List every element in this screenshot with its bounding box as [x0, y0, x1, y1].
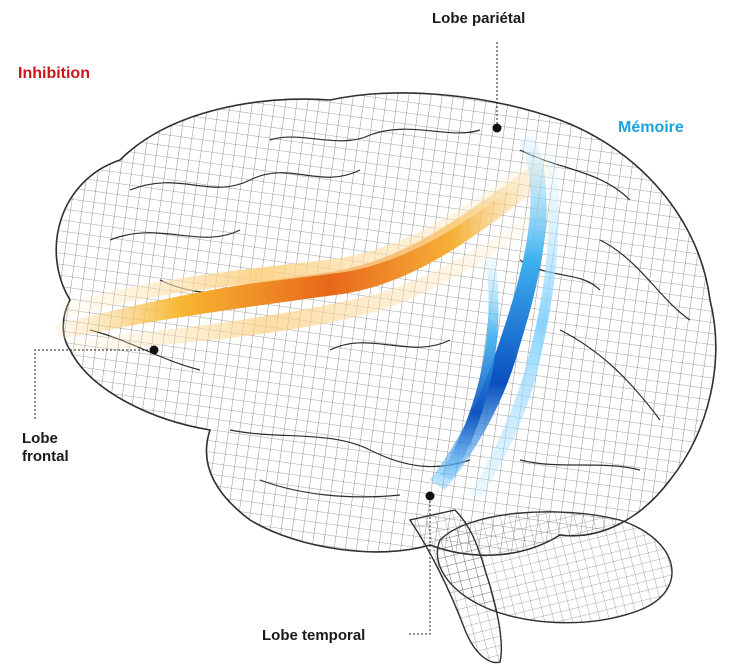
memoire-label: Mémoire	[618, 118, 684, 137]
dot-temporal	[426, 492, 435, 501]
lobe-frontal-label: Lobe frontal	[22, 430, 82, 466]
cerebrum	[56, 93, 715, 555]
inhibition-label: Inhibition	[18, 64, 90, 83]
lobe-temporal-label: Lobe temporal	[262, 627, 365, 645]
dot-frontal	[150, 346, 159, 355]
dot-parietal	[493, 124, 502, 133]
lobe-parietal-label: Lobe pariétal	[432, 10, 525, 28]
